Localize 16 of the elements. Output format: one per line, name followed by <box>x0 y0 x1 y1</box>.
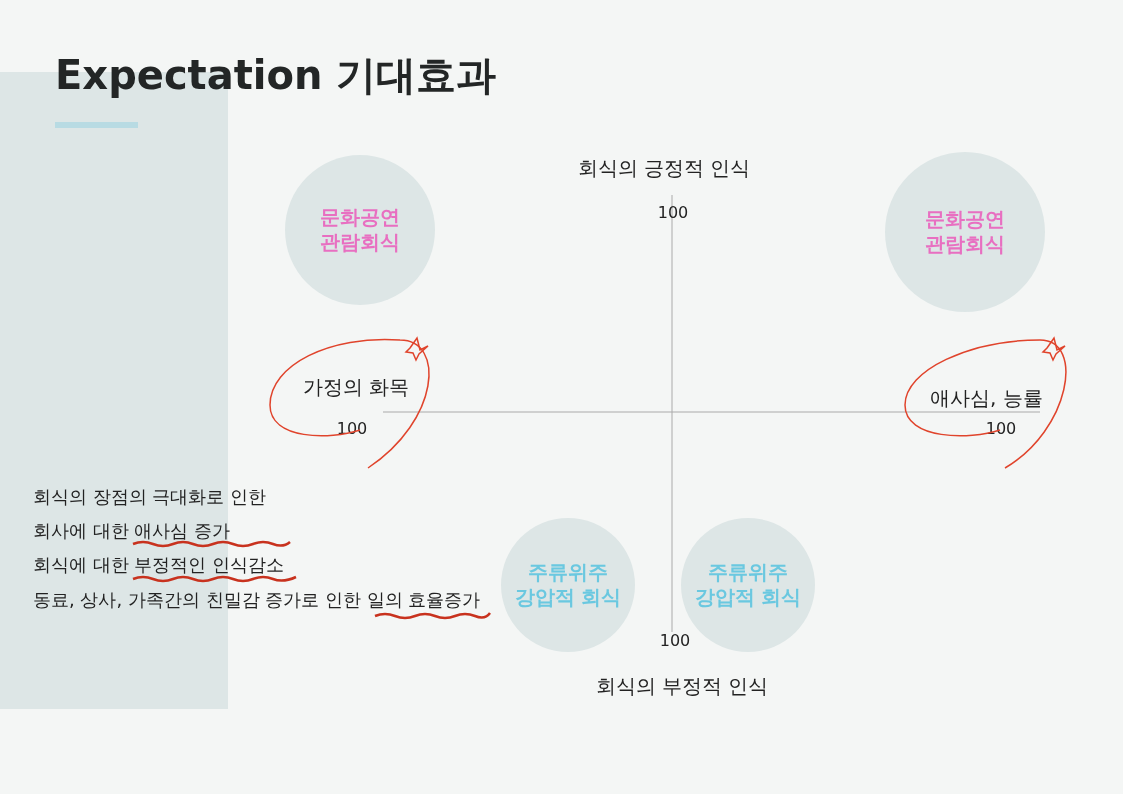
quadrant-label: 애사심, 능률 <box>930 384 1043 412</box>
note-text: 회사에 대한 애사심 증가 <box>33 519 231 543</box>
axis-value: 100 <box>657 202 689 222</box>
quadrant-label: 가정의 화목 <box>303 373 410 401</box>
axis-value: 100 <box>659 630 691 650</box>
note-text: 회식에 대한 부정적인 인식감소 <box>33 553 285 577</box>
axis-label: 회식의 긍정적 인식 <box>577 154 751 182</box>
node-text: 문화공연 관람회식 <box>319 205 401 255</box>
note-text: 회식의 장점의 극대화로 인한 <box>33 485 267 509</box>
title: Expectation 기대효과 <box>55 51 497 100</box>
axis-value: 100 <box>985 418 1017 438</box>
node-text: 주류위주 강압적 회식 <box>693 560 803 610</box>
axis-label: 회식의 부정적 인식 <box>595 672 769 700</box>
node-text: 문화공연 관람회식 <box>924 207 1006 257</box>
note-text: 동료, 상사, 가족간의 친밀감 증가로 인한 일의 효율증가 <box>33 588 481 612</box>
node-text: 주류위주 강압적 회식 <box>513 560 623 610</box>
